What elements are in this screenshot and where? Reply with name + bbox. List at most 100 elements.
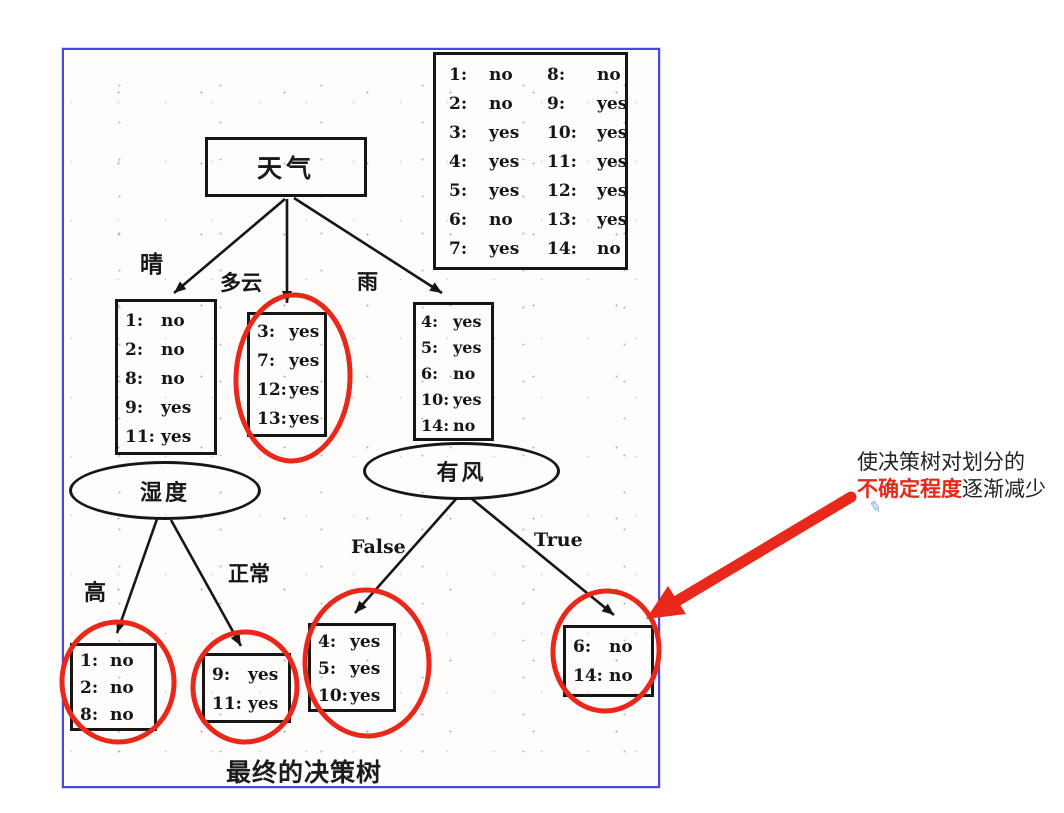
example-id: 4: [421,312,439,331]
example-id: 3: [257,322,276,342]
example-id: 5: [449,181,468,201]
example-id: 11: [125,427,155,447]
example-value: yes [161,427,192,447]
example-id: 8: [125,369,144,389]
pen-cursor-icon: ✎ [867,496,884,518]
example-id: 5: [318,659,337,679]
windy-node-label: 有风 [436,460,487,486]
annotation-text: 使决策树对划分的 不确定程度逐渐减少 [857,449,1046,503]
root-node-label: 天气 [256,154,315,183]
example-value: yes [453,312,482,331]
table-row: 2: no 9: yes [449,90,628,119]
table-row: 4: yes 11: yes [449,148,628,177]
example-value: yes [453,338,482,357]
red-arrow [646,491,857,619]
node-cloudy-examples: 3:yes 7:yes 12:yes 13:yes [247,312,327,437]
example-id: 7: [449,239,468,259]
sample-results-table: 1: no 8: no 2: no 9: yes 3: yes 10: yes … [433,52,628,270]
branch-label-rain: 雨 [357,269,378,294]
example-id: 6: [573,637,592,657]
node-rain-examples: 4:yes 5:yes 6:no 10:yes 14:no [413,302,494,441]
example-value: yes [489,239,520,259]
example-value: yes [597,152,628,172]
example-value: no [453,416,476,435]
leaf-humidity-high: 1:no 2:no 8:no [70,643,157,731]
humidity-node-label: 湿度 [139,479,190,506]
example-id: 9: [212,665,231,685]
example-id: 10: [547,123,577,143]
branch-label-high: 高 [84,580,107,606]
example-value: yes [453,390,482,409]
table-row: 3: yes 10: yes [449,119,628,148]
branch-label-sunny: 晴 [140,251,163,278]
leaf-windy-true: 6: no 14: no [563,625,654,697]
windy-node: 有风 [363,442,560,500]
red-arrow-shaft [671,491,857,607]
example-id: 14: [421,416,450,435]
example-id: 9: [547,94,566,114]
example-value: yes [597,123,628,143]
example-value: no [609,666,633,686]
example-value: yes [489,181,520,201]
example-id: 12: [547,181,577,201]
example-value: yes [597,210,628,230]
example-id: 2: [80,678,99,698]
table-row: 5: yes 12: yes [449,177,628,206]
example-value: no [489,65,513,85]
example-id: 14: [573,666,603,686]
example-id: 6: [449,210,468,230]
humidity-node: 湿度 [69,461,261,520]
example-id: 11: [212,694,242,714]
example-value: yes [289,409,320,429]
annotation-emphasis: 不确定程度 [857,477,962,501]
example-value: no [609,637,633,657]
example-id: 10: [421,390,450,409]
example-id: 10: [318,686,348,706]
example-id: 1: [125,311,144,331]
example-value: no [161,311,185,331]
example-id: 7: [257,351,276,371]
example-value: yes [161,398,192,418]
annotation-line2: 不确定程度逐渐减少 [857,476,1046,503]
example-id: 2: [449,94,468,114]
table-row: 1: no 8: no [449,61,625,90]
example-id: 6: [421,364,439,383]
example-value: yes [350,659,381,679]
figure-caption: 最终的决策树 [226,758,383,787]
example-value: yes [289,322,320,342]
example-value: no [489,210,513,230]
example-value: yes [350,686,381,706]
example-value: no [597,239,621,259]
example-value: no [597,65,621,85]
example-id: 3: [449,123,468,143]
example-id: 8: [80,705,99,725]
example-value: no [161,369,185,389]
branch-label-normal: 正常 [228,561,270,586]
example-value: no [453,364,476,383]
leaf-windy-false: 4:yes 5:yes 10:yes [308,623,396,712]
example-value: yes [489,152,520,172]
example-id: 13: [547,210,577,230]
example-value: yes [248,694,279,714]
example-id: 11: [547,152,577,172]
root-node-weather: 天气 [205,137,367,197]
example-value: no [110,678,134,698]
example-id: 2: [125,340,144,360]
example-value: yes [289,351,320,371]
leaf-humidity-normal: 9:yes 11:yes [202,653,291,723]
annotation-line1: 使决策树对划分的 [857,450,1025,474]
example-id: 4: [318,632,337,652]
example-value: yes [597,94,628,114]
example-id: 4: [449,152,468,172]
example-id: 12: [257,380,287,400]
example-value: yes [597,181,628,201]
example-id: 14: [547,239,577,259]
example-id: 9: [125,398,144,418]
example-id: 5: [421,338,439,357]
branch-label-false: False [351,536,406,558]
example-value: no [110,705,134,725]
example-id: 1: [80,651,99,671]
table-row: 6: no 13: yes [449,206,628,235]
example-value: yes [350,632,381,652]
